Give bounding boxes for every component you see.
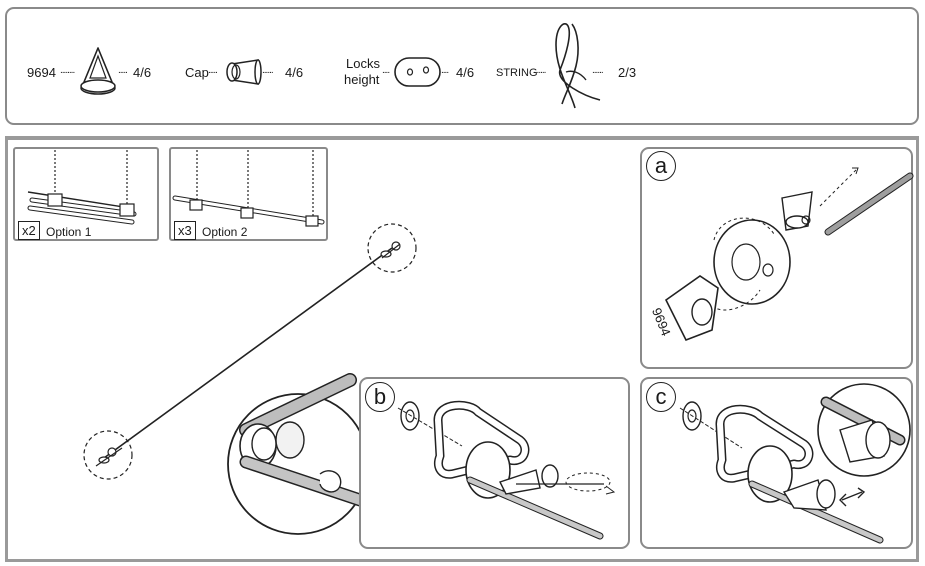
part-lock-label-1: Locks: [346, 56, 380, 71]
part-string-qty: 2/3: [618, 65, 637, 80]
leader-dots: .......: [533, 65, 546, 76]
step-b-label: b: [365, 382, 395, 412]
part-9694-qty: 4/6: [133, 65, 152, 80]
leader-dots: ......: [262, 65, 274, 76]
leader-dots: ........: [60, 65, 75, 76]
step-a-label: a: [646, 151, 676, 181]
option-1-label: Option 1: [46, 225, 92, 239]
option-2-multiplier: x3: [174, 221, 196, 240]
part-9694-code: 9694: [27, 65, 56, 80]
leader-dots: .....: [118, 65, 128, 76]
part-cap-label: Cap: [185, 65, 209, 80]
leader-dots: ......: [592, 65, 604, 76]
parts-legend-panel: [5, 7, 919, 125]
leader-dots: ....: [441, 65, 449, 76]
assembly-frame: [5, 136, 919, 562]
option-1-multiplier: x2: [18, 221, 40, 240]
step-a-panel: [640, 147, 913, 369]
step-c-panel: [640, 377, 913, 549]
option-2-label: Option 2: [202, 225, 248, 239]
leader-dots: ....: [382, 65, 390, 76]
step-b-panel: [359, 377, 630, 549]
part-lock-label-2: height: [344, 72, 380, 87]
part-string-label: STRING: [496, 67, 538, 79]
part-cap-qty: 4/6: [285, 65, 304, 80]
leader-dots: .....: [208, 65, 218, 76]
step-c-label: c: [646, 382, 676, 412]
part-lock-qty: 4/6: [456, 65, 475, 80]
